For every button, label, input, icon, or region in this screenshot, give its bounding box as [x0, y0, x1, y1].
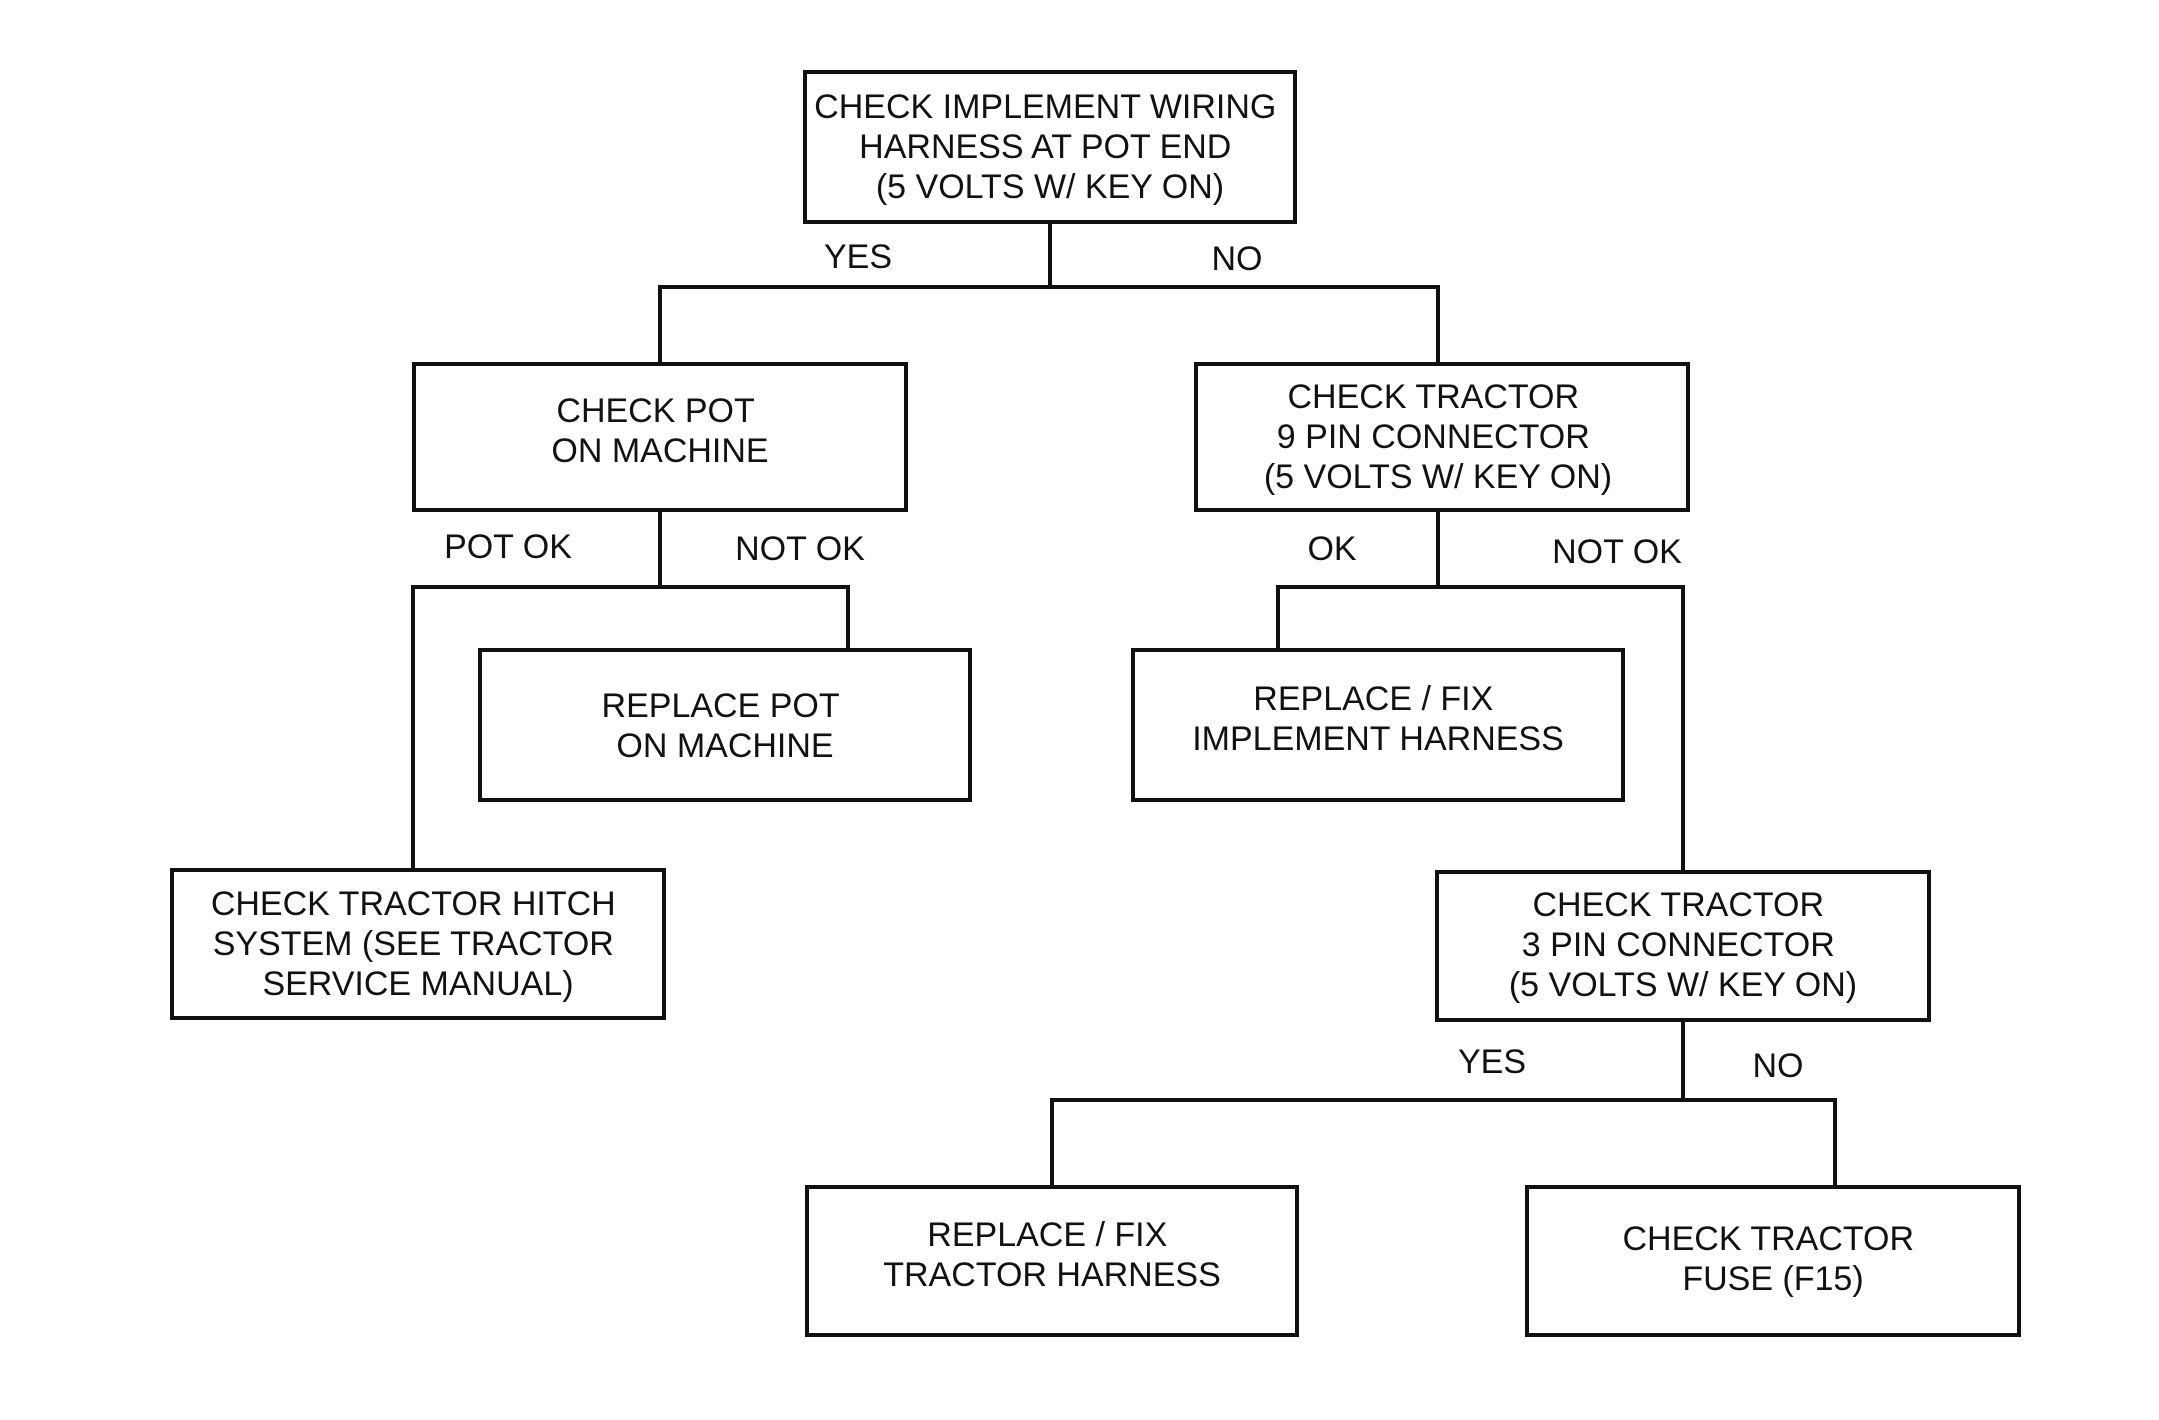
node-line: HARNESS AT POT END — [859, 128, 1231, 166]
node-replace-implement-harness-box — [1131, 648, 1625, 802]
node-line: (5 VOLTS W/ KEY ON) — [1264, 458, 1612, 496]
node-line: REPLACE POT — [602, 687, 839, 725]
node-line: CHECK POT — [556, 392, 754, 430]
node-check-9pin-box — [1194, 362, 1690, 512]
connector-lines — [411, 220, 1837, 1189]
connector-3pin-to-replace-tractor — [1050, 1098, 1685, 1189]
connector-pot-to-replace-pot — [658, 585, 850, 652]
node-check-fuse-box — [1525, 1185, 2021, 1337]
label-pot-not-ok: NOT OK — [735, 530, 865, 568]
node-line: IMPLEMENT HARNESS — [1192, 720, 1564, 758]
connector-9pin-to-replace-implement — [1276, 585, 1440, 652]
label-9pin-ok: OK — [1307, 530, 1356, 568]
node-replace-pot-box — [478, 648, 972, 802]
node-line: (5 VOLTS W/ KEY ON) — [876, 168, 1224, 206]
node-line: ON MACHINE — [551, 432, 768, 470]
node-replace-pot: REPLACE POT ON MACHINE — [602, 687, 849, 765]
connector-3pin-to-fuse — [1681, 1098, 1837, 1189]
connector-top-to-check-9pin — [1048, 285, 1440, 366]
node-replace-tractor-harness-box — [805, 1185, 1299, 1337]
flowchart-nodes: CHECK IMPLEMENT WIRING HARNESS AT POT EN… — [170, 70, 2021, 1337]
node-check-9pin: CHECK TRACTOR 9 PIN CONNECTOR (5 VOLTS W… — [1264, 378, 1612, 496]
label-top-yes: YES — [824, 238, 892, 276]
label-pot-ok: POT OK — [444, 528, 572, 566]
node-replace-implement-harness: REPLACE / FIX IMPLEMENT HARNESS — [1192, 680, 1564, 758]
node-line: CHECK IMPLEMENT WIRING — [814, 88, 1276, 126]
node-line: SERVICE MANUAL) — [262, 965, 573, 1003]
node-replace-tractor-harness: REPLACE / FIX TRACTOR HARNESS — [883, 1216, 1221, 1294]
node-line: REPLACE / FIX — [1253, 680, 1493, 718]
node-line: TRACTOR HARNESS — [883, 1256, 1221, 1294]
connector-top-to-check-pot — [658, 285, 1052, 366]
label-top-no: NO — [1212, 240, 1263, 278]
node-line: FUSE (F15) — [1682, 1260, 1863, 1298]
connector-9pin-to-3pin — [1436, 585, 1685, 874]
node-check-hitch: CHECK TRACTOR HITCH SYSTEM (SEE TRACTOR … — [211, 885, 625, 1003]
node-line: (5 VOLTS W/ KEY ON) — [1509, 966, 1857, 1004]
node-line: CHECK TRACTOR HITCH — [211, 885, 616, 923]
node-line: CHECK TRACTOR — [1622, 1220, 1914, 1258]
label-3pin-yes: YES — [1458, 1043, 1526, 1081]
node-line: 3 PIN CONNECTOR — [1522, 926, 1835, 964]
node-line: 9 PIN CONNECTOR — [1277, 418, 1590, 456]
connector-pot-to-hitch — [411, 585, 662, 872]
node-check-fuse: CHECK TRACTOR FUSE (F15) — [1622, 1220, 1923, 1298]
label-3pin-no: NO — [1753, 1047, 1804, 1085]
label-9pin-not-ok: NOT OK — [1552, 533, 1682, 571]
node-check-pot-box — [412, 362, 908, 512]
node-check-pot: CHECK POT ON MACHINE — [551, 392, 768, 470]
node-check-3pin: CHECK TRACTOR 3 PIN CONNECTOR (5 VOLTS W… — [1509, 886, 1857, 1004]
node-check-implement-harness: CHECK IMPLEMENT WIRING HARNESS AT POT EN… — [814, 88, 1286, 206]
branch-labels: YES NO POT OK NOT OK OK NOT OK YES NO — [444, 238, 1803, 1085]
node-line: SYSTEM (SEE TRACTOR — [213, 925, 614, 963]
node-line: CHECK TRACTOR — [1287, 378, 1579, 416]
node-check-3pin-box — [1435, 870, 1931, 1022]
node-line: REPLACE / FIX — [927, 1216, 1167, 1254]
node-line: CHECK TRACTOR — [1532, 886, 1824, 924]
node-line: ON MACHINE — [616, 727, 833, 765]
node-check-implement-harness-box — [803, 70, 1297, 224]
node-check-hitch-box — [170, 868, 666, 1020]
